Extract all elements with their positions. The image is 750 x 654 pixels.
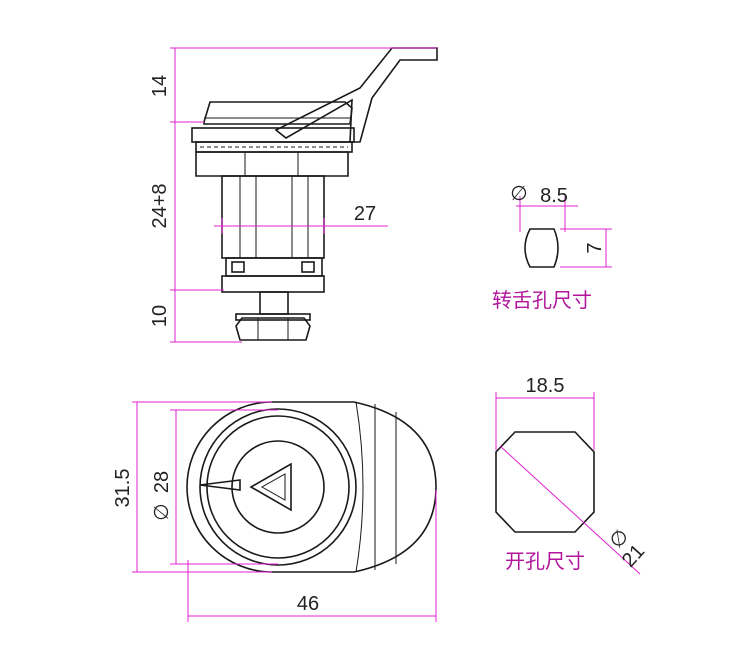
- dim-46: 46: [297, 593, 319, 615]
- dim-7: 7: [584, 242, 606, 253]
- washer: [191, 127, 355, 143]
- dim-31-5: 31.5: [112, 469, 134, 508]
- dim-diameter-symbol-front: ∅: [151, 503, 173, 520]
- dim-28: 28: [151, 471, 173, 493]
- front-outline: [186, 401, 437, 573]
- front-view: 31.5 ∅ 28 46: [112, 401, 437, 622]
- key-face: [231, 440, 325, 534]
- tongue-hole-caption: 转舌孔尺寸: [492, 288, 592, 312]
- triangle-key: [249, 462, 292, 512]
- tongue-hole-shape: [524, 228, 559, 268]
- dim-diameter-symbol-tongue: ∅: [510, 183, 527, 205]
- dim-18-5: 18.5: [526, 375, 565, 397]
- dim-14: 14: [149, 75, 171, 97]
- bottom-nut: [235, 317, 311, 341]
- dim-24-8: 24+8: [149, 183, 171, 228]
- tongue-hole-detail: ∅ 8.5 7 转舌孔尺寸: [492, 183, 612, 312]
- side-dimensions: [170, 47, 437, 343]
- dim-8-5: 8.5: [540, 185, 568, 207]
- lock-head: [203, 101, 353, 125]
- cam-tongue: [274, 47, 438, 143]
- cutout-shape: [495, 431, 595, 533]
- cutout-detail: 18.5 ∅ 21 开孔尺寸: [495, 375, 649, 575]
- front-ring-outer: [199, 408, 357, 566]
- lock-body: [221, 175, 325, 259]
- dim-10: 10: [149, 305, 171, 327]
- shaft: [259, 291, 289, 315]
- body-step: [225, 257, 323, 277]
- nut: [195, 151, 349, 177]
- cutout-caption: 开孔尺寸: [505, 549, 585, 573]
- dim-27: 27: [354, 203, 376, 225]
- front-dimensions: [132, 401, 437, 622]
- side-view: 14 24+8 10 27: [149, 47, 438, 343]
